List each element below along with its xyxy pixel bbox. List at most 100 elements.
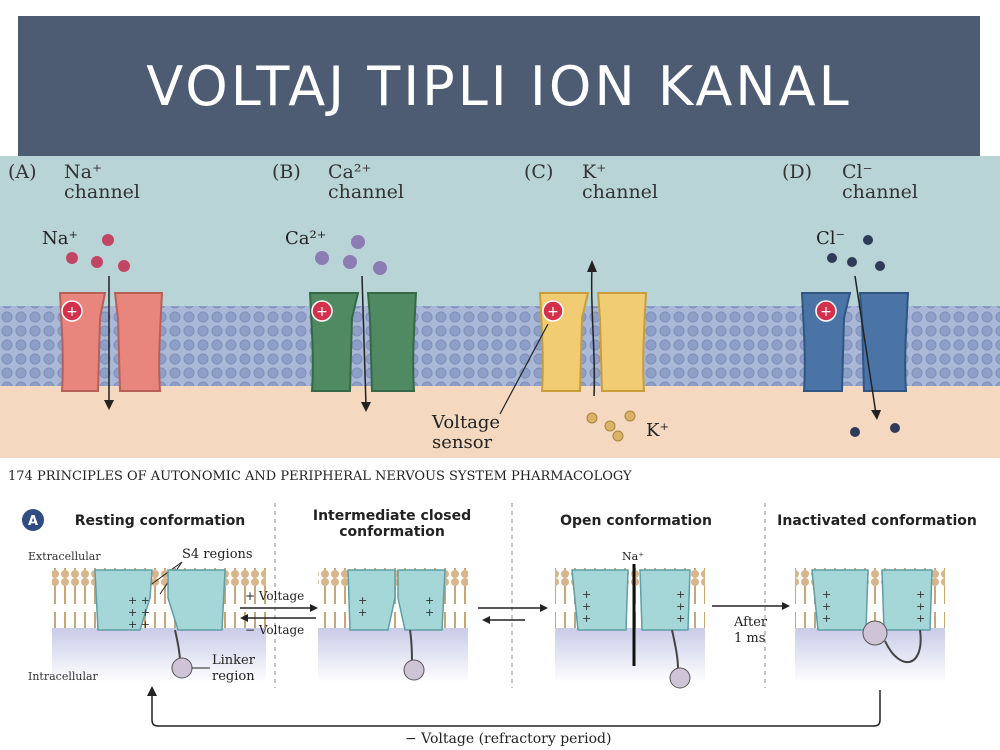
panel-letter-badge bbox=[22, 509, 44, 531]
channel-half bbox=[347, 569, 396, 631]
charge-plus: + bbox=[916, 600, 925, 613]
charge-plus: + + bbox=[128, 594, 150, 607]
panel-c-k-channel: (C) K⁺ channel + Voltage sensor K⁺ bbox=[431, 161, 669, 453]
panel-c-ion: K⁺ bbox=[582, 161, 606, 183]
title-banner: VOLTAJ TIPLI ION KANAL bbox=[18, 16, 980, 156]
channel-c-right bbox=[596, 292, 648, 392]
panel-c-ion-label: K⁺ bbox=[646, 420, 669, 441]
panel-b-line2: channel bbox=[328, 181, 404, 203]
charge-plus: + bbox=[425, 606, 434, 619]
panel-a-label: (A) bbox=[8, 161, 37, 183]
charge-plus: + bbox=[358, 594, 367, 607]
refractory-label: − Voltage (refractory period) bbox=[405, 731, 611, 747]
charge-plus: + + bbox=[128, 606, 150, 619]
k-ion bbox=[612, 430, 624, 442]
inactivation-ball bbox=[862, 620, 888, 646]
na-ion bbox=[91, 256, 103, 268]
charge-plus: + bbox=[676, 612, 685, 625]
extracellular-label: Extracellular bbox=[28, 550, 101, 563]
panel-b-ion: Ca²⁺ bbox=[328, 161, 372, 183]
arrowhead bbox=[240, 614, 248, 622]
channel-d-left bbox=[800, 292, 852, 392]
channel-half bbox=[571, 569, 629, 631]
after-label-1: After bbox=[733, 615, 768, 630]
arrowhead bbox=[782, 602, 790, 610]
plus-sign: + bbox=[66, 304, 78, 320]
ion-flow-arrow-b bbox=[361, 275, 367, 407]
cl-ion bbox=[847, 257, 857, 267]
sensor-label-2: sensor bbox=[432, 432, 493, 453]
linker-chain bbox=[884, 629, 922, 663]
channel-half bbox=[811, 569, 869, 631]
linker-label-2: region bbox=[212, 669, 255, 684]
panel-d-cl-channel: (D) Cl⁻ channel Cl⁻ + bbox=[782, 161, 918, 437]
arrowhead bbox=[147, 686, 157, 696]
cl-ion bbox=[827, 253, 837, 263]
channel-intermediate: + + + + bbox=[347, 569, 446, 681]
inactivation-ball bbox=[171, 657, 193, 679]
panel-a-ion-label: Na⁺ bbox=[42, 228, 78, 249]
book-header: 174 PRINCIPLES OF AUTONOMIC AND PERIPHER… bbox=[8, 469, 632, 484]
charge-plus: + bbox=[582, 588, 591, 601]
intracellular-2 bbox=[318, 628, 468, 683]
arrowhead bbox=[871, 410, 881, 420]
state-resting: Resting conformation bbox=[75, 513, 246, 529]
channel-d-right bbox=[858, 292, 910, 392]
cl-ion bbox=[890, 423, 900, 433]
minus-voltage-label: − Voltage bbox=[245, 623, 304, 637]
plus-voltage-label: + Voltage bbox=[245, 589, 304, 603]
ion-channels-svg: (A) Na⁺ channel Na⁺ + (B) Ca²⁺ channel C… bbox=[0, 156, 1000, 458]
plus-sign: + bbox=[547, 304, 559, 320]
panel-a-line2: channel bbox=[64, 181, 140, 203]
ca-ion bbox=[315, 251, 329, 265]
intracellular-region bbox=[0, 386, 1000, 458]
voltage-sensor-b bbox=[311, 300, 333, 322]
panel-d-ion-label: Cl⁻ bbox=[816, 228, 845, 249]
plus-sign: + bbox=[820, 304, 832, 320]
k-ion bbox=[586, 412, 598, 424]
cl-ion bbox=[875, 261, 885, 271]
charge-plus: + bbox=[916, 588, 925, 601]
panel-b-label: (B) bbox=[272, 161, 301, 183]
arrowhead bbox=[540, 604, 548, 612]
ion-channels-figure: (A) Na⁺ channel Na⁺ + (B) Ca²⁺ channel C… bbox=[0, 156, 1000, 458]
refractory-return-arrow bbox=[151, 690, 881, 727]
cl-ion bbox=[850, 427, 860, 437]
state-inactivated: Inactivated conformation bbox=[777, 513, 977, 529]
voltage-sensor-d bbox=[815, 300, 837, 322]
intracellular-label: Intracellular bbox=[28, 670, 99, 683]
charge-plus: + bbox=[582, 600, 591, 613]
ion-flow-arrow-c bbox=[590, 267, 596, 397]
cl-ion bbox=[863, 235, 873, 245]
plus-sign: + bbox=[316, 304, 328, 320]
conformation-svg: 174 PRINCIPLES OF AUTONOMIC AND PERIPHER… bbox=[8, 469, 977, 747]
panel-b-ca-channel: (B) Ca²⁺ channel Ca²⁺ + bbox=[272, 161, 418, 412]
panel-letter: A bbox=[28, 514, 38, 529]
channel-half bbox=[397, 569, 446, 631]
state-intermediate-2: conformation bbox=[339, 524, 445, 540]
channel-resting: + + + + + + bbox=[94, 569, 226, 679]
linker-chain bbox=[671, 629, 679, 671]
channel-open: Na⁺ + + + + + + bbox=[571, 550, 691, 689]
charge-plus: + bbox=[822, 612, 831, 625]
k-ion bbox=[624, 410, 636, 422]
voltage-sensor-a bbox=[61, 300, 83, 322]
s4-label: S4 regions bbox=[182, 547, 253, 562]
sensor-pointer bbox=[499, 323, 549, 415]
na-ion bbox=[118, 260, 130, 272]
panel-a-na-channel: (A) Na⁺ channel Na⁺ + bbox=[8, 161, 164, 410]
arrowhead bbox=[361, 402, 371, 412]
panel-d-line2: channel bbox=[842, 181, 918, 203]
arrowhead bbox=[104, 400, 114, 410]
na-ion bbox=[66, 252, 78, 264]
linker-label-1: Linker bbox=[212, 653, 256, 668]
panel-c-label: (C) bbox=[524, 161, 553, 183]
panel-c-line2: channel bbox=[582, 181, 658, 203]
slide-title: VOLTAJ TIPLI ION KANAL bbox=[146, 54, 852, 118]
intracellular-1 bbox=[52, 628, 266, 683]
channel-half bbox=[167, 569, 226, 631]
membrane-1 bbox=[52, 568, 266, 628]
k-ion bbox=[604, 420, 616, 432]
channel-half bbox=[639, 569, 691, 631]
conformation-figure: 174 PRINCIPLES OF AUTONOMIC AND PERIPHER… bbox=[0, 458, 1000, 750]
